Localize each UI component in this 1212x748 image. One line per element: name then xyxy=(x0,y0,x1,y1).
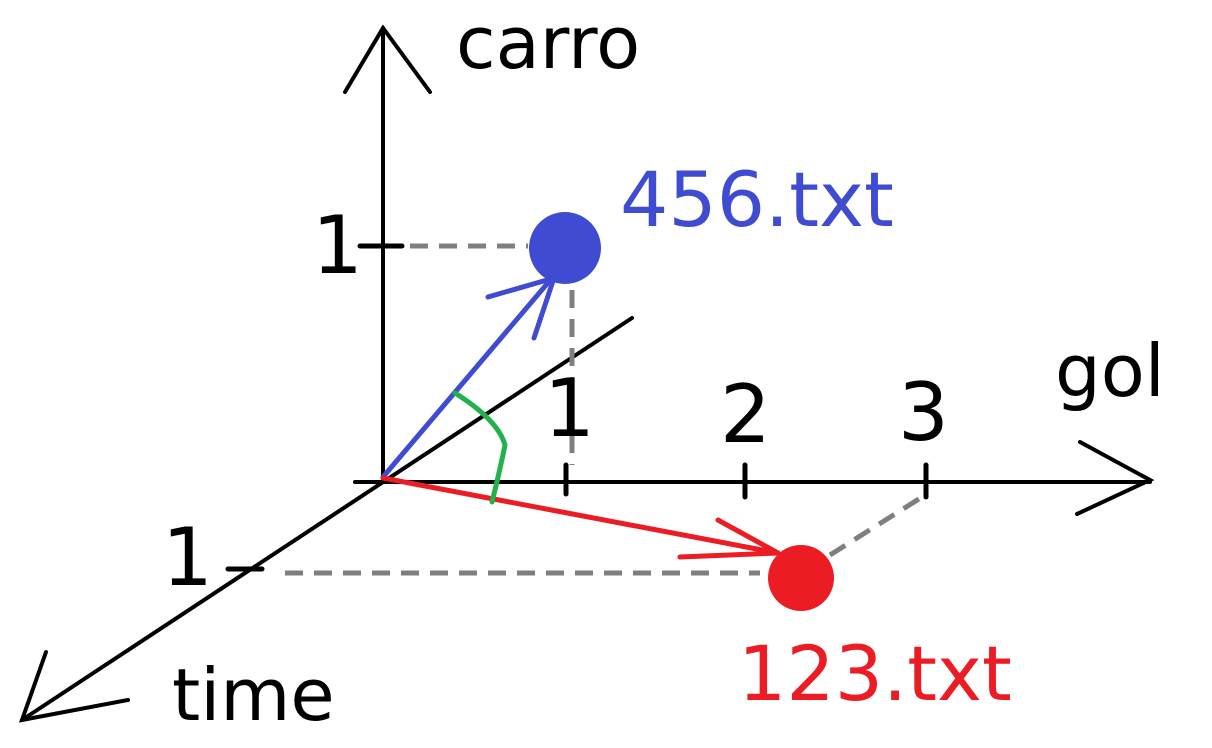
point-123 xyxy=(768,545,834,611)
vector-123 xyxy=(380,475,781,560)
time-axis-arrowhead xyxy=(18,650,130,723)
vector-456-shaft xyxy=(380,275,555,480)
time-axis xyxy=(20,316,634,722)
gol-axis-label: gol xyxy=(1055,329,1165,413)
axes xyxy=(18,24,1155,723)
carro-axis-label: carro xyxy=(456,1,640,85)
gol-tick-label-3: 3 xyxy=(898,366,949,459)
vector-123-arrowhead xyxy=(677,517,781,560)
gol-tick-label-2: 2 xyxy=(720,368,771,461)
carro-tick-label-1: 1 xyxy=(312,199,363,292)
vector-456 xyxy=(380,275,557,480)
time-tick-label-1: 1 xyxy=(162,511,213,604)
carro-axis-arrowhead xyxy=(343,24,432,94)
tick-marks xyxy=(225,243,929,572)
time-axis-label: time xyxy=(172,653,335,737)
vector-123-shaft xyxy=(380,475,781,556)
gol-tick-label-1: 1 xyxy=(544,362,595,455)
point-123-label: 123.txt xyxy=(738,629,1012,718)
guide-lines xyxy=(285,243,924,576)
angle-arc xyxy=(452,390,508,505)
guide-123-to-gol xyxy=(828,494,924,558)
gol-axis-arrowhead xyxy=(1075,440,1155,516)
point-456-label: 456.txt xyxy=(620,155,894,244)
point-456 xyxy=(529,212,601,284)
